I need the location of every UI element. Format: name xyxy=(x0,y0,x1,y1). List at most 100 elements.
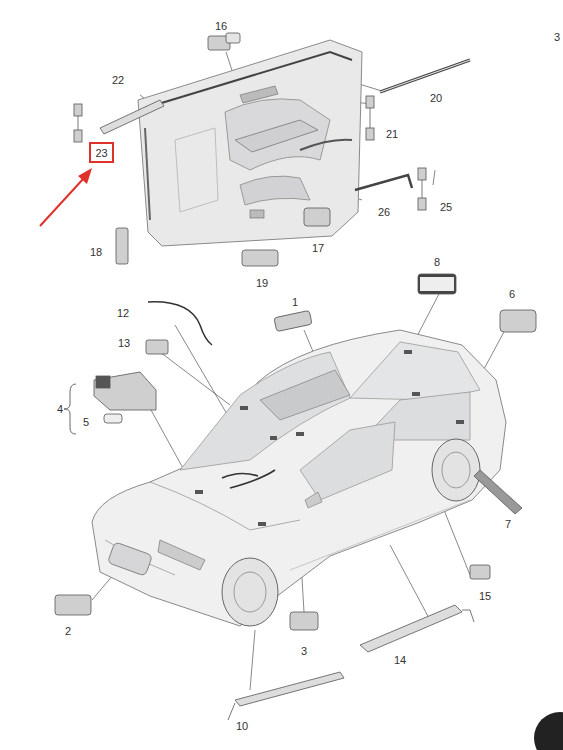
callout-number: 22 xyxy=(112,75,124,86)
drawing-stroke xyxy=(92,330,506,626)
callout-number: 8 xyxy=(434,257,440,268)
drawing-stroke xyxy=(350,342,480,400)
drawing-stroke xyxy=(290,612,318,630)
bracket xyxy=(64,384,76,434)
drawing-stroke xyxy=(175,128,218,212)
drawing-stroke xyxy=(456,420,464,424)
red-arrow xyxy=(40,168,92,226)
drawing-stroke xyxy=(300,140,352,150)
drawing-stroke xyxy=(145,128,150,220)
drawing-stroke xyxy=(226,33,240,43)
drawing-stroke xyxy=(366,128,374,140)
drawing-stroke xyxy=(158,540,205,570)
drawing-stroke xyxy=(228,703,235,720)
drawing-stroke xyxy=(390,545,430,620)
drawing-stroke xyxy=(74,130,82,142)
drawing-stroke xyxy=(420,277,454,291)
drawing-stroke xyxy=(305,492,322,508)
drawing-stroke xyxy=(55,595,91,615)
car-parts xyxy=(55,274,536,720)
highlight-box: 23 xyxy=(89,142,114,163)
drawing-stroke xyxy=(250,630,255,690)
callout-number: 26 xyxy=(378,207,390,218)
callout-number: 18 xyxy=(90,247,102,258)
callout-number: 21 xyxy=(386,129,398,140)
drawing-stroke xyxy=(74,104,82,116)
drawing-stroke xyxy=(290,500,470,570)
drawing-stroke xyxy=(222,470,275,488)
drawing-stroke xyxy=(222,558,278,626)
drawing-stroke xyxy=(366,96,374,108)
drawing-stroke xyxy=(270,436,277,440)
callout-number: 19 xyxy=(256,278,268,289)
drawing-stroke xyxy=(260,370,350,420)
drawing-stroke xyxy=(240,86,278,103)
drawing-stroke xyxy=(240,176,310,205)
drawing-stroke xyxy=(380,60,470,92)
drawing-stroke xyxy=(107,542,152,576)
callout-number: 1 xyxy=(292,297,298,308)
drawing-stroke xyxy=(78,116,79,130)
callout-number: 16 xyxy=(215,21,227,32)
drawing-stroke xyxy=(94,372,156,410)
door-parts xyxy=(74,33,470,266)
drawing-stroke xyxy=(500,310,536,332)
drawing-stroke xyxy=(146,340,168,354)
drawing-stroke xyxy=(250,210,264,218)
drawing-stroke xyxy=(418,168,426,180)
corner-button xyxy=(534,712,563,750)
callout-number: 25 xyxy=(440,202,452,213)
drawing-stroke xyxy=(474,470,522,514)
drawing-stroke xyxy=(235,672,344,706)
drawing-stroke xyxy=(274,310,312,331)
drawing-stroke xyxy=(234,572,266,612)
drawing-stroke xyxy=(404,350,412,354)
drawing-stroke xyxy=(355,175,412,190)
callout-number: 14 xyxy=(394,655,406,666)
callout-number: 7 xyxy=(505,519,511,530)
drawing-stroke xyxy=(422,180,423,198)
drawing-stroke xyxy=(242,250,278,266)
drawing-stroke xyxy=(415,292,440,340)
drawing-stroke xyxy=(304,208,330,226)
drawing-stroke xyxy=(116,228,128,264)
car-body xyxy=(92,330,506,626)
callout-number: 13 xyxy=(118,338,130,349)
drawing-stroke xyxy=(145,52,352,108)
drawing-stroke xyxy=(100,100,164,134)
drawing-stroke xyxy=(195,490,203,494)
drawing-stroke xyxy=(296,432,304,436)
drawing-stroke xyxy=(96,376,110,388)
callout-number: 10 xyxy=(236,721,248,732)
callout-number: 3 xyxy=(301,646,307,657)
drawing-stroke xyxy=(432,439,480,501)
callout-number: 17 xyxy=(312,243,324,254)
drawing-stroke xyxy=(195,350,464,526)
drawing-stroke xyxy=(240,406,248,410)
drawing-stroke xyxy=(418,198,426,210)
callout-number: 15 xyxy=(479,591,491,602)
door-panel xyxy=(138,40,362,246)
drawing-stroke xyxy=(360,605,462,652)
callout-number: 12 xyxy=(117,308,129,319)
drawing-stroke xyxy=(225,99,330,170)
drawing-stroke xyxy=(138,40,362,246)
callout-number: 23 xyxy=(96,148,107,159)
drawing-stroke xyxy=(150,482,300,530)
drawing-stroke xyxy=(370,108,371,128)
drawing-stroke xyxy=(104,414,122,423)
callout-number: 4 xyxy=(57,404,63,415)
drawing-stroke xyxy=(380,60,470,92)
drawing-stroke xyxy=(433,170,435,185)
drawing-stroke xyxy=(412,392,420,396)
drawing-stroke xyxy=(418,274,456,294)
callout-number: 3 xyxy=(554,32,560,43)
callout-number: 6 xyxy=(509,289,515,300)
drawing-stroke xyxy=(442,452,470,488)
drawing-stroke xyxy=(40,178,84,226)
drawing-stroke xyxy=(462,610,474,622)
callout-number: 20 xyxy=(430,93,442,104)
drawing-stroke xyxy=(300,422,395,500)
